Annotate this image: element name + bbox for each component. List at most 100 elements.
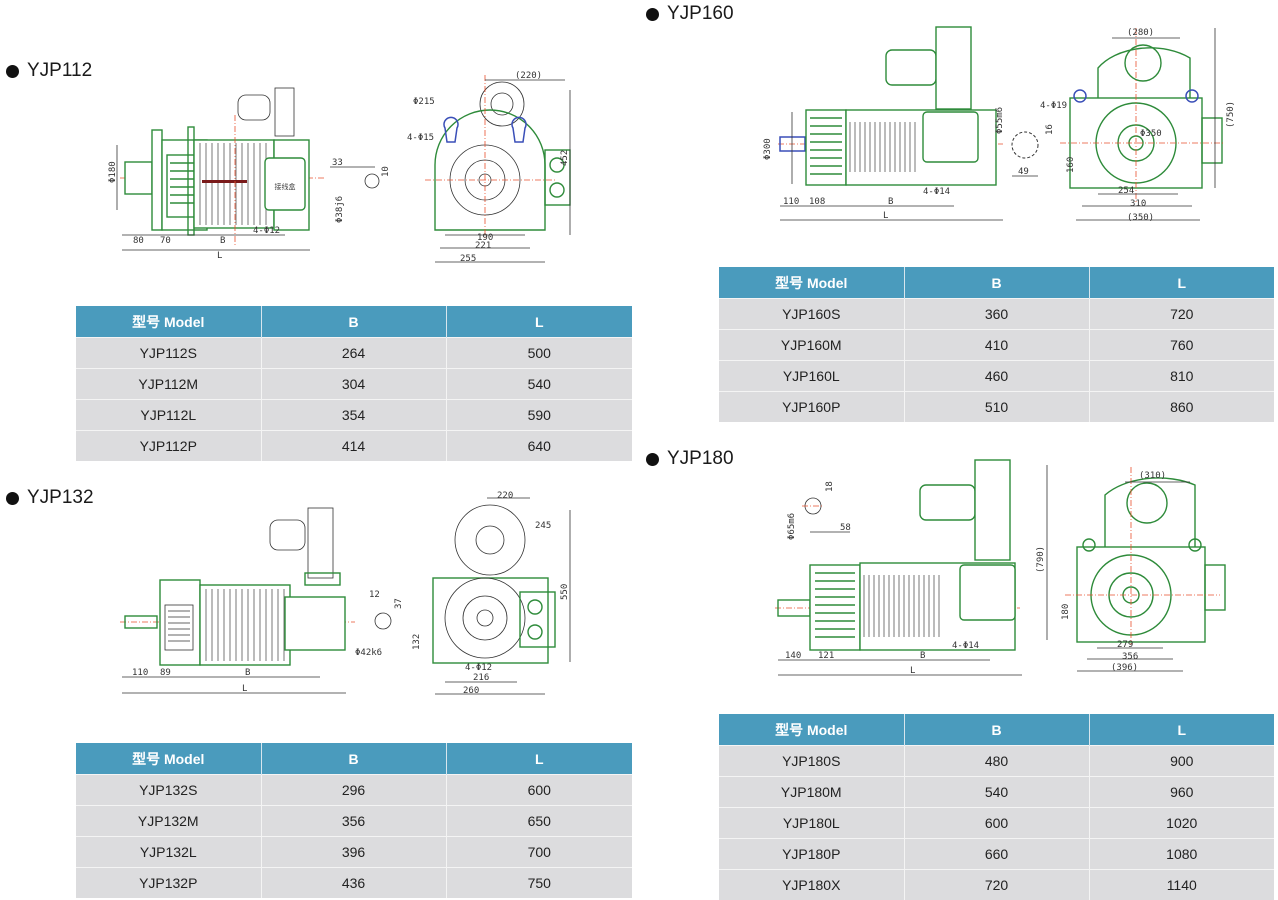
column-header-model: 型号 Model: [719, 267, 904, 299]
cell-b: 396: [261, 837, 446, 868]
dim-label: L: [242, 684, 247, 694]
dim-label: B: [220, 236, 225, 246]
dim-label: Φ65m6: [787, 513, 797, 540]
cell-l: 650: [446, 806, 632, 837]
cell-model: YJP112M: [76, 369, 261, 400]
dim-label: 70: [160, 236, 171, 246]
dim-label: (350): [1127, 213, 1154, 223]
bullet-icon: [646, 8, 659, 21]
section-title-yjp132: YJP132: [6, 487, 94, 509]
yjp132-side-view-drawing: 110 89 B L: [120, 505, 360, 705]
dim-label: 216: [473, 673, 489, 683]
bullet-icon: [6, 492, 19, 505]
dim-label: 550: [560, 584, 570, 600]
cell-b: 510: [904, 392, 1089, 423]
section-title-text: YJP160: [667, 3, 734, 25]
cell-l: 860: [1089, 392, 1274, 423]
dim-label: 37: [394, 598, 404, 609]
cell-l: 1140: [1089, 870, 1274, 900]
table-header-row: 型号 Model B L: [719, 267, 1274, 299]
dim-label: 4-Φ12: [465, 663, 492, 673]
bullet-icon: [646, 453, 659, 466]
dim-label: 12: [369, 590, 380, 600]
dim-label: 4-Φ19: [1040, 101, 1067, 111]
dim-label: 110: [783, 197, 799, 207]
cell-l: 760: [1089, 330, 1274, 361]
cell-b: 356: [261, 806, 446, 837]
dim-label: (750): [1226, 101, 1236, 128]
yjp132-shaft-section-drawing: 12 37 Φ42k6: [355, 585, 400, 660]
dim-label: B: [245, 668, 250, 678]
cell-model: YJP180M: [719, 777, 904, 808]
table-header-row: 型号 Model B L: [76, 306, 632, 338]
dim-label: 260: [463, 686, 479, 696]
dim-label: 4-Φ14: [923, 187, 950, 197]
section-title-yjp112: YJP112: [6, 60, 92, 82]
cell-l: 720: [1089, 299, 1274, 330]
cell-model: YJP132S: [76, 775, 261, 806]
cell-model: YJP112L: [76, 400, 261, 431]
cell-model: YJP180P: [719, 839, 904, 870]
yjp180-end-view-drawing: (310) (790) 180 279 356 (396): [1035, 455, 1278, 675]
cell-l: 1080: [1089, 839, 1274, 870]
column-header-b: B: [904, 714, 1089, 746]
cell-l: 700: [446, 837, 632, 868]
dim-label: Φ180: [108, 161, 118, 183]
yjp132-end-view-drawing: 220 245 550 132 4-Φ12 216 260: [405, 490, 585, 700]
dim-label: 279: [1117, 640, 1133, 650]
dim-label: Φ350: [1140, 129, 1162, 139]
dim-label: 254: [1118, 186, 1134, 196]
dim-label: 245: [535, 521, 551, 531]
dim-label: Φ42k6: [355, 648, 382, 658]
dim-label: (280): [1127, 28, 1154, 38]
cell-b: 436: [261, 868, 446, 899]
section-title-text: YJP132: [27, 487, 94, 509]
column-header-model: 型号 Model: [76, 306, 261, 338]
column-header-b: B: [261, 306, 446, 338]
table-header-row: 型号 Model B L: [719, 714, 1274, 746]
dim-label: 89: [160, 668, 171, 678]
dim-label: 58: [840, 523, 851, 533]
cell-b: 600: [904, 808, 1089, 839]
cell-b: 264: [261, 338, 446, 369]
dim-label: 310: [1130, 199, 1146, 209]
cell-model: YJP160S: [719, 299, 904, 330]
cell-l: 1020: [1089, 808, 1274, 839]
cell-l: 600: [446, 775, 632, 806]
section-title-yjp180: YJP180: [646, 448, 734, 470]
cell-model: YJP160P: [719, 392, 904, 423]
bullet-icon: [6, 65, 19, 78]
cell-l: 960: [1089, 777, 1274, 808]
dim-label: (790): [1036, 546, 1046, 573]
cell-l: 750: [446, 868, 632, 899]
dim-label: 33: [332, 158, 343, 168]
table-header-row: 型号 Model B L: [76, 743, 632, 775]
cell-b: 410: [904, 330, 1089, 361]
cell-l: 900: [1089, 746, 1274, 777]
cell-model: YJP112S: [76, 338, 261, 369]
cell-b: 540: [904, 777, 1089, 808]
yjp112-junction-box-label: 接线盒: [275, 182, 296, 191]
dim-label: 220: [497, 491, 513, 501]
dim-label: 160: [1066, 157, 1076, 173]
cell-l: 500: [446, 338, 632, 369]
cell-b: 720: [904, 870, 1089, 900]
dim-label: (396): [1111, 663, 1138, 673]
dim-label: Φ55m6: [995, 107, 1005, 134]
cell-b: 414: [261, 431, 446, 462]
yjp160-side-view-drawing: Φ300 110 108 B 4-Φ14 L: [758, 22, 1008, 227]
cell-model: YJP160M: [719, 330, 904, 361]
dim-label: 255: [460, 254, 476, 264]
